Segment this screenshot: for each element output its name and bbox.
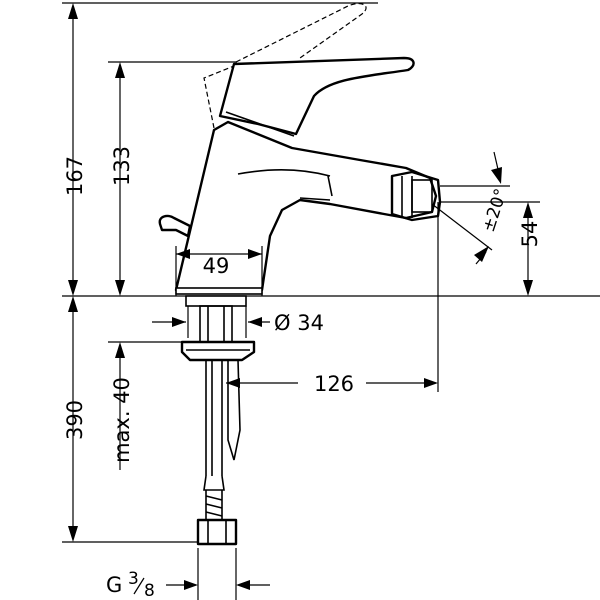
dimension-label-54: 54 xyxy=(518,221,542,248)
dimension-g38 xyxy=(166,580,270,590)
dimension-angle20 xyxy=(431,151,510,265)
fixing-nut xyxy=(180,340,256,362)
dimension-label-133: 133 xyxy=(110,146,134,186)
dimension-max40 xyxy=(115,342,125,470)
base-plate xyxy=(175,287,263,307)
dimension-390 xyxy=(68,296,78,542)
lever-handle xyxy=(218,56,415,137)
dimension-label-dia34: Ø 34 xyxy=(274,311,324,335)
dimension-54 xyxy=(523,202,533,296)
extension-lines xyxy=(62,2,600,600)
dimension-label-max40: max. 40 xyxy=(110,377,134,463)
dimension-133 xyxy=(115,62,125,296)
thread-numerator: 3 xyxy=(128,569,139,589)
hose-connector-g38 xyxy=(196,518,238,546)
dimension-label-167: 167 xyxy=(63,156,87,196)
pop-up-rod xyxy=(158,214,192,238)
thread-letter: G xyxy=(106,573,122,597)
thread-denominator: 8 xyxy=(144,581,155,600)
dimension-label-49: 49 xyxy=(203,254,230,278)
mounting-shank xyxy=(199,305,233,343)
spout-outlet xyxy=(390,170,442,222)
dimension-label-g38: G 3 8 xyxy=(106,569,155,600)
dimension-label-390: 390 xyxy=(63,400,87,440)
supply-hose xyxy=(203,359,241,520)
dimension-label-angle20: ±20° xyxy=(479,186,512,234)
dimension-label-126: 126 xyxy=(314,372,354,396)
lever-handle-raised-dashed xyxy=(203,2,367,129)
dimension-dia34 xyxy=(152,306,270,338)
dimension-167 xyxy=(68,3,78,296)
